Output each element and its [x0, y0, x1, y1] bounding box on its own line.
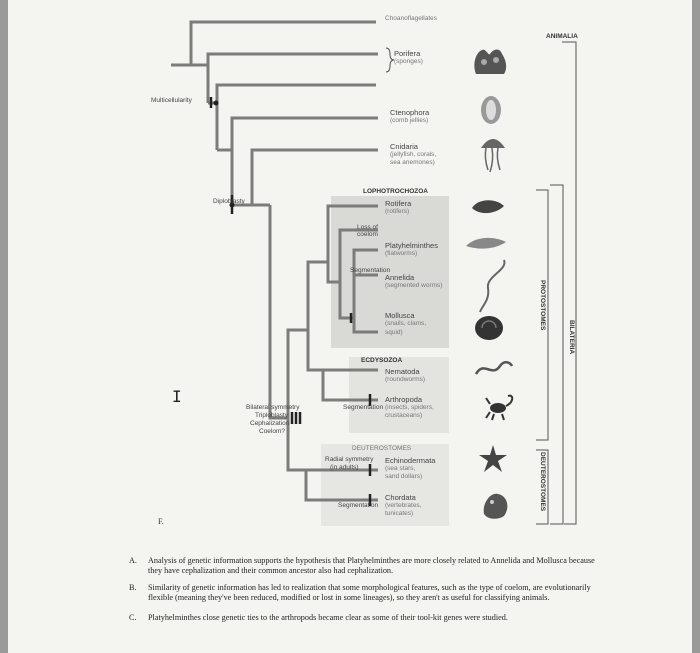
multicellularity-node: [213, 100, 219, 106]
choice-c[interactable]: C. Platyhelminthes close genetic ties to…: [126, 613, 596, 623]
animalia-bracket: [562, 41, 577, 525]
label-segmentation-3: Segmentation: [338, 502, 379, 509]
porifera-brace: [385, 47, 395, 73]
roundworm-icon: [474, 361, 514, 375]
label-mollusca-common-1: (snails, clams,: [385, 320, 427, 327]
label-in-adults: (in adults): [330, 464, 359, 471]
label-cephalization: Cephalization: [250, 420, 290, 427]
rotifer-icon: [472, 200, 504, 214]
chordate-icon: [483, 493, 508, 519]
label-cnidaria-common-2: sea anemones): [390, 159, 435, 166]
label-echinodermata: Echinodermata: [385, 456, 436, 465]
label-protostomes: PROTOSTOMES: [539, 280, 546, 331]
label-rotifera-common: (rotifers): [385, 208, 410, 215]
label-platyhelminthes: Platyhelminthes: [385, 241, 438, 250]
label-ecdysozoa: ECDYSOZOA: [361, 357, 403, 364]
figure-label: F.: [158, 517, 164, 526]
diploblasty-node: [229, 202, 235, 208]
choice-b-text: Similarity of genetic information has le…: [148, 582, 591, 602]
label-deuterostomes-clade: DEUTEROSTOMES: [352, 445, 412, 452]
snail-icon: [475, 316, 503, 340]
phylogenetic-tree: [171, 20, 577, 526]
choice-c-letter: C.: [129, 613, 137, 622]
label-bilateral-symmetry: Bilateral symmetry: [246, 404, 300, 411]
label-ctenophora-common: (comb jellies): [390, 117, 429, 124]
label-cnidaria-common-1: (jellyfish, corals,: [390, 151, 437, 158]
label-porifera-common: (sponges): [394, 58, 423, 65]
label-lophotrochozoa: LOPHOTROCHOZOA: [363, 188, 428, 195]
worksheet-page: Choanoflagellates ANIMALIA Porifera (spo…: [8, 0, 692, 653]
label-chordata: Chordata: [385, 493, 416, 502]
segmented-worm-icon: [479, 259, 506, 313]
label-echinodermata-common-1: (sea stars,: [385, 465, 416, 472]
label-arthropoda-common-1: (insects, spiders,: [385, 404, 434, 411]
label-coelom: Coelom?: [259, 428, 286, 435]
label-triploblasty: Triploblasty: [255, 412, 288, 419]
deuterostome-shade: [321, 444, 449, 526]
label-ctenophora: Ctenophora: [390, 108, 430, 117]
deuterostomes-bracket: [536, 449, 549, 525]
label-radial-symmetry: Radial symmetry: [325, 456, 374, 463]
choice-b-letter: B.: [129, 582, 137, 592]
label-mollusca: Mollusca: [385, 311, 415, 320]
choice-a[interactable]: A. Analysis of genetic information suppo…: [126, 556, 596, 577]
sea-star-icon: [479, 445, 507, 472]
choice-b[interactable]: B. Similarity of genetic information has…: [126, 583, 596, 604]
label-arthropoda: Arthropoda: [385, 395, 423, 404]
label-nematoda: Nematoda: [385, 367, 420, 376]
choice-a-text: Analysis of genetic information supports…: [148, 556, 595, 576]
label-cnidaria: Cnidaria: [390, 142, 418, 151]
label-mollusca-common-2: squid): [385, 329, 403, 336]
label-chordata-common-2: tunicates): [385, 510, 414, 517]
label-arthropoda-common-2: crustaceans): [385, 412, 423, 419]
answer-choices: A. Analysis of genetic information suppo…: [126, 556, 596, 629]
label-chordata-common-1: (vertebrates,: [385, 502, 422, 509]
label-platyhelminthes-common: (flatworms): [385, 250, 418, 257]
label-loss-of-coelom-2: coelom: [357, 231, 378, 238]
label-animalia: ANIMALIA: [546, 33, 578, 40]
choice-a-letter: A.: [129, 556, 137, 565]
label-bilateria: BILATERIA: [568, 320, 575, 355]
label-segmentation-2: Segmentation: [343, 404, 384, 411]
sponge-icon: [474, 49, 507, 74]
jellyfish-icon: [481, 139, 505, 173]
flatworm-icon: [466, 237, 506, 249]
comb-jelly-icon: [481, 96, 501, 124]
label-porifera: Porifera: [394, 49, 421, 58]
label-annelida-common: (segmented worms): [385, 282, 443, 289]
label-rotifera: Rotifera: [385, 199, 412, 208]
text-cursor-icon: Ι: [172, 387, 182, 406]
protostomes-bracket: [536, 189, 549, 441]
label-loss-of-coelom-1: Loss of: [357, 224, 378, 231]
label-nematoda-common: (roundworms): [385, 376, 426, 383]
label-multicellularity: Multicellularity: [151, 97, 192, 104]
bilateria-bracket: [550, 184, 564, 525]
label-choanoflagellates: Choanoflagellates: [385, 15, 438, 22]
label-annelida: Annelida: [385, 273, 415, 282]
label-diploblasty: Diploblasty: [213, 198, 245, 205]
choice-c-text: Platyhelminthes close genetic ties to th…: [148, 613, 508, 622]
label-echinodermata-common-2: sand dollars): [385, 473, 423, 480]
scorpion-icon: [485, 394, 514, 421]
label-segmentation-1: Segmentation: [350, 267, 391, 274]
label-deuterostomes-side: DEUTEROSTOMES: [539, 452, 546, 512]
